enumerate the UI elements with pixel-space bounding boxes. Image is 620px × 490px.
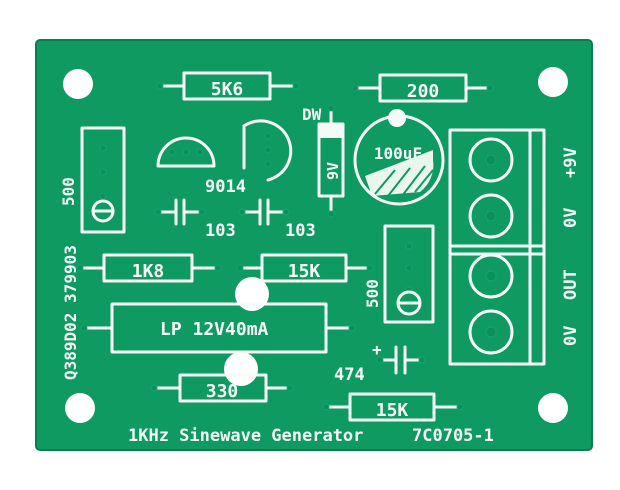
zener-label: DW <box>302 105 322 124</box>
resistor-15k-bottom: 15K <box>322 392 464 422</box>
resistor-1k8: 1K8 <box>76 253 222 283</box>
cap-474-plus: + <box>372 340 382 359</box>
capacitor-474: + 474 <box>334 340 426 385</box>
cap1-label: 103 <box>205 221 236 241</box>
resistor-200: 200 <box>351 73 494 103</box>
electrolytic-capacitor: 100uF <box>353 109 445 206</box>
resistor-5k6: 5K6 <box>156 71 300 101</box>
lamp-label: LP 12V40mA <box>160 319 269 340</box>
pot-left-label: 500 <box>59 177 78 206</box>
transistor-label: 9014 <box>205 177 246 197</box>
board-title: 1KHz Sinewave Generator <box>128 426 363 446</box>
side-code-label: Q389D02 379903 <box>61 245 80 380</box>
capacitor-label: 100uF <box>374 144 422 163</box>
zener-value-label: 9V <box>324 162 342 180</box>
potentiometer-right: 500 <box>363 224 435 324</box>
capacitor-103-left: 103 <box>154 198 236 241</box>
resistor-330-label: 330 <box>206 381 239 402</box>
pot-right-label: 500 <box>363 279 382 308</box>
cap-474-label: 474 <box>334 365 365 385</box>
potentiometer-left: 500 <box>59 126 126 234</box>
capacitor-103-right: 103 <box>238 198 316 241</box>
terminal-9v-label: +9V <box>561 147 581 178</box>
resistor-15k-bottom-label: 15K <box>376 400 409 421</box>
resistor-200-label: 200 <box>407 81 440 102</box>
resistor-330: 330 <box>150 373 294 403</box>
zener-diode: DW 9V <box>302 104 345 218</box>
lamp: LP 12V40mA <box>80 302 356 354</box>
terminal-block: +9V 0V OUT 0V <box>448 128 581 366</box>
resistor-15k-mid: 15K <box>236 253 374 283</box>
pcb-board <box>36 40 592 450</box>
terminal-out-label: OUT <box>561 269 581 300</box>
board-code: 7C0705-1 <box>412 426 494 446</box>
terminal-0v-bottom-label: 0V <box>561 326 581 346</box>
resistor-1k8-label: 1K8 <box>132 261 165 282</box>
terminal-0v-top-label: 0V <box>561 208 581 228</box>
cap2-label: 103 <box>285 221 316 241</box>
transistor-9014: 9014 <box>156 119 293 197</box>
resistor-5k6-label: 5K6 <box>211 79 244 100</box>
resistor-15k-mid-label: 15K <box>288 261 321 282</box>
